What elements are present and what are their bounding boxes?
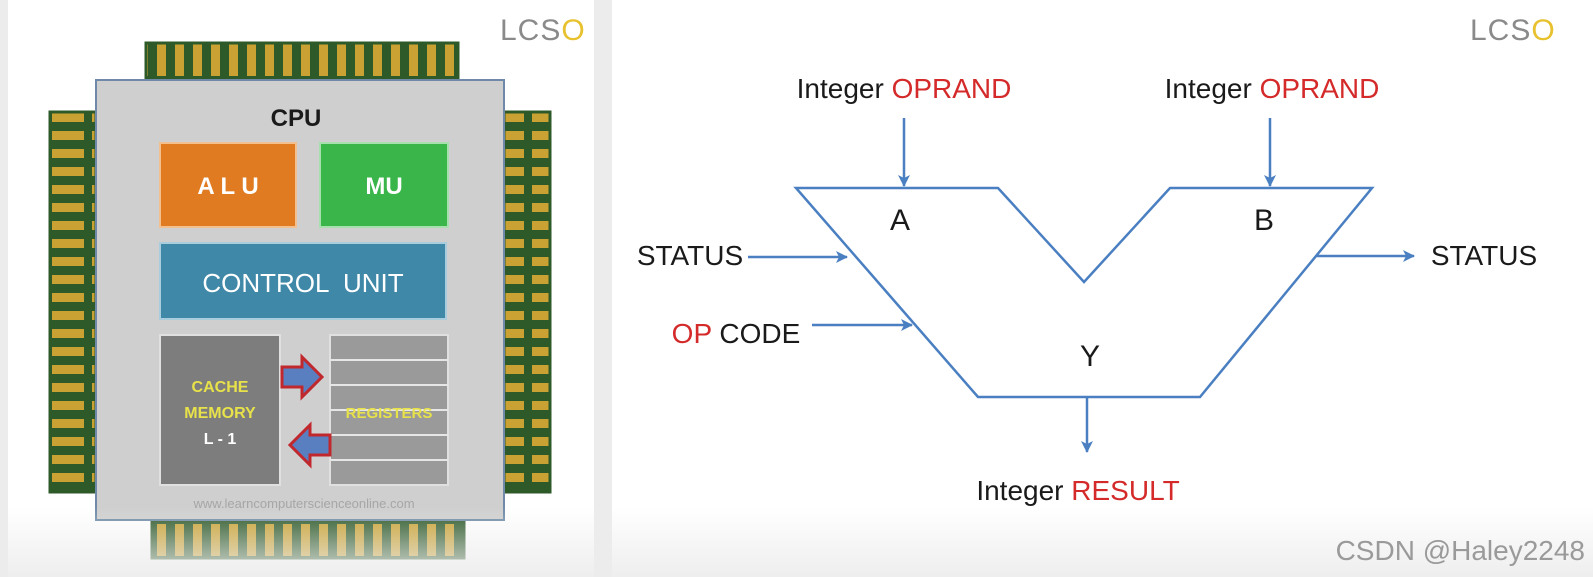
result-keyword: RESULT (1071, 475, 1179, 506)
control-unit-label: CONTROL UNIT (202, 268, 403, 298)
arrow-right-icon (280, 353, 325, 401)
mu-label: MU (365, 173, 402, 200)
pins-right (502, 110, 552, 494)
csdn-watermark: CSDN @Haley2248 (1335, 535, 1585, 566)
status-in-label: STATUS (637, 240, 743, 271)
arrow-left-icon (287, 421, 332, 469)
operand-b-prefix: Integer (1165, 73, 1252, 104)
logo-main-text-right: LCS (1470, 14, 1532, 47)
pins-bottom (150, 516, 466, 560)
lcso-logo-right: LCSO (1470, 14, 1556, 48)
logo-accent-text: O (561, 14, 586, 47)
registers-block (329, 334, 449, 486)
operand-a-label: Integer OPRAND (797, 73, 1012, 104)
alu-block (159, 142, 297, 228)
operand-b-keyword: OPRAND (1260, 73, 1380, 104)
input-a-label: A (890, 204, 910, 237)
opcode-rest: CODE (719, 318, 800, 349)
operand-a-keyword: OPRAND (892, 73, 1012, 104)
cache-label-line2: MEMORY (184, 405, 256, 422)
registers-label: REGISTERS (346, 405, 433, 422)
pins-top (144, 41, 460, 85)
website-label: www.learncomputerscienceonline.com (192, 496, 414, 511)
cpu-title: CPU (271, 105, 322, 132)
lcso-logo: LCSO (500, 14, 586, 48)
cache-memory-block (159, 334, 281, 486)
cpu-diagram: CPU A L U MU CONTROL UNIT CACHE MEMORY L… (48, 41, 552, 560)
pins-left (48, 110, 98, 494)
logo-main-text: LCS (500, 14, 562, 47)
cache-label-line3: L - 1 (204, 431, 237, 448)
result-label: Integer RESULT (976, 475, 1179, 506)
opcode-keyword: OP (672, 318, 712, 349)
result-prefix: Integer (976, 475, 1063, 506)
cpu-diagram-panel: CPU A L U MU CONTROL UNIT CACHE MEMORY L… (8, 0, 594, 577)
alu-outline (793, 186, 1375, 399)
logo-accent-text-right: O (1531, 14, 1556, 47)
input-b-label: B (1254, 204, 1274, 237)
alu-label: A L U (197, 173, 258, 200)
status-out-label: STATUS (1431, 240, 1537, 271)
operand-a-prefix: Integer (797, 73, 884, 104)
opcode-label: OP CODE (672, 318, 801, 349)
operand-b-label: Integer OPRAND (1165, 73, 1380, 104)
alu-symbol-panel: Integer OPRAND Integer OPRAND A B Y STAT… (612, 0, 1593, 577)
mu-block (319, 142, 449, 228)
cache-label-line1: CACHE (192, 379, 249, 396)
alu-symbol-diagram: Integer OPRAND Integer OPRAND A B Y STAT… (637, 73, 1537, 506)
output-y-label: Y (1080, 340, 1100, 373)
control-unit-block (159, 242, 447, 320)
